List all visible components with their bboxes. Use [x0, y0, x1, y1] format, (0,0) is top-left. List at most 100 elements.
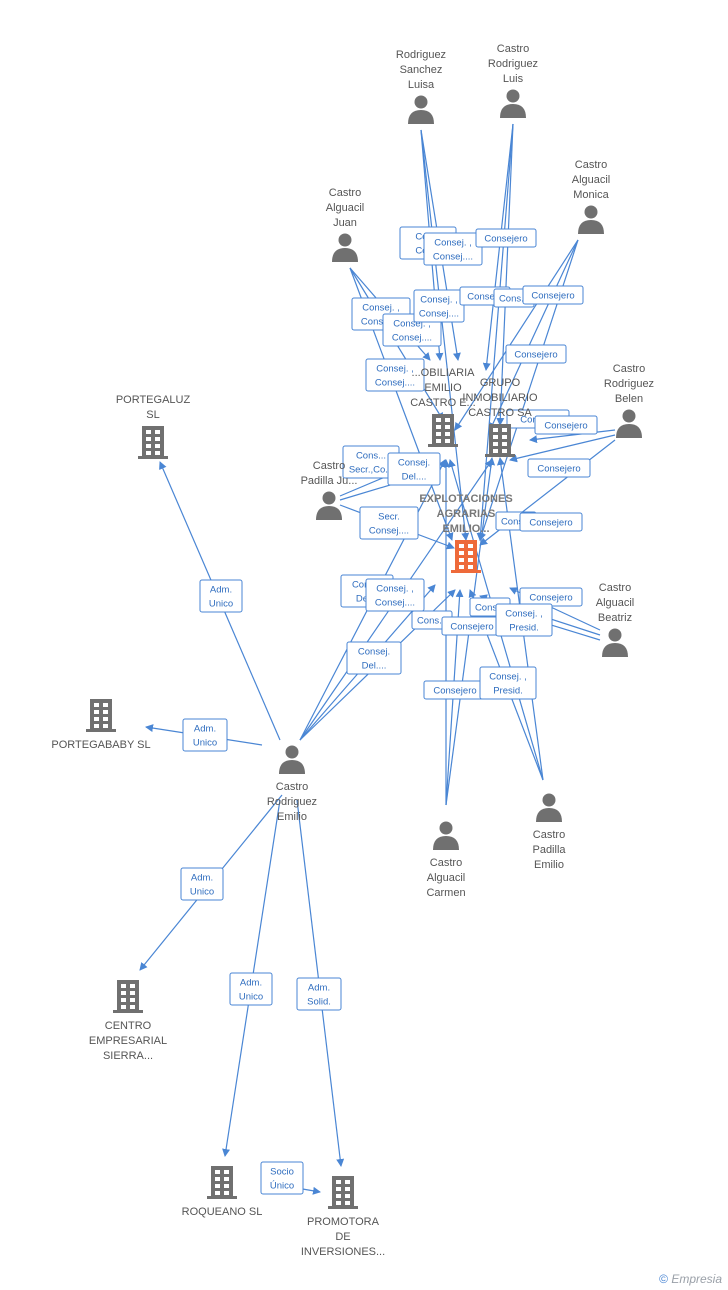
company-node[interactable]: CENTROEMPRESARIALSIERRA...: [89, 980, 167, 1062]
building-window: [436, 425, 441, 429]
footer-brand[interactable]: © Empresia: [659, 1272, 722, 1286]
relation-text: Consej.: [358, 647, 390, 658]
relation-label[interactable]: Consej.Del....: [387, 452, 441, 486]
relation-text: Cons...: [356, 451, 386, 462]
relation-label[interactable]: Cons...Secr.,Co...: [342, 445, 400, 479]
relation-label[interactable]: Consejero: [475, 228, 537, 248]
node-label: EMPRESARIAL: [89, 1035, 167, 1047]
relation-box: [365, 578, 425, 612]
building-window: [94, 710, 99, 714]
relation-text: Conse...: [467, 292, 502, 303]
relation-label[interactable]: Consejero: [505, 344, 567, 364]
person-head: [322, 491, 336, 505]
relation-label[interactable]: Consejero: [441, 616, 503, 636]
relation-text: Consej. ,: [376, 584, 414, 595]
node-label: Castro: [533, 829, 565, 841]
building-window: [468, 565, 473, 569]
relation-label[interactable]: Consejero: [423, 680, 487, 700]
building-window: [468, 558, 473, 562]
relation-box: [519, 512, 583, 532]
building-window: [336, 1194, 341, 1198]
building-body: [489, 424, 511, 456]
relation-label[interactable]: Consej. ,Consej....: [413, 289, 465, 323]
relation-text: Consej. ,: [362, 303, 400, 314]
building-window: [224, 1191, 229, 1195]
node-label: Rodriguez: [604, 378, 654, 390]
person-head: [608, 628, 622, 642]
relation-box: [522, 285, 584, 305]
relation-text: Consej. ,: [376, 364, 414, 375]
person-body: [316, 506, 342, 520]
building-window: [103, 710, 108, 714]
building-base: [451, 570, 481, 573]
node-label: Alguacil: [572, 174, 611, 186]
relation-label[interactable]: Secr.Consej....: [359, 506, 419, 540]
relation-box: [296, 977, 342, 1011]
relation-label[interactable]: Adm.Solid.: [296, 977, 342, 1011]
building-window: [445, 425, 450, 429]
company-node[interactable]: ROQUEANO SL: [182, 1166, 263, 1218]
relation-text: Consejero: [514, 350, 557, 361]
company-node[interactable]: PORTEGABABY SL: [51, 699, 151, 751]
building-window: [155, 451, 160, 455]
relation-text: Consej. ,: [393, 319, 431, 330]
relation-label[interactable]: Consej. ,Presid.: [495, 603, 553, 637]
building-body: [142, 426, 164, 458]
relation-label[interactable]: Consejero: [534, 415, 598, 435]
node-label: Padilla: [532, 844, 566, 856]
relation-label[interactable]: Consej. ,Consej....: [365, 578, 425, 612]
building-window: [493, 442, 498, 446]
company-node[interactable]: EXPLOTACIONESAGRARIASEMILIO...: [419, 493, 513, 573]
building-window: [155, 437, 160, 441]
building-window: [336, 1187, 341, 1191]
relation-label[interactable]: Consej. ,Presid.: [479, 666, 537, 700]
node-label: Castro: [276, 781, 308, 793]
node-label: Castro: [329, 187, 361, 199]
node-label: Rodriguez: [488, 58, 538, 70]
relation-label[interactable]: Consejero: [527, 458, 591, 478]
relation-label[interactable]: Consej. Del....: [346, 641, 402, 675]
relation-text: Consejero: [531, 291, 574, 302]
person-head: [285, 745, 299, 759]
building-window: [121, 1005, 126, 1009]
relation-box: [495, 603, 553, 637]
relation-label[interactable]: Consej. ,Consej....: [423, 232, 483, 266]
relation-box: [413, 289, 465, 323]
building-body: [432, 414, 454, 446]
relation-label[interactable]: Adm.Unico: [229, 972, 273, 1006]
relation-label[interactable]: Consej. ,Consej....: [365, 358, 425, 392]
relation-label[interactable]: Adm.Unico: [180, 867, 224, 901]
relation-label[interactable]: Consejero: [522, 285, 584, 305]
company-node[interactable]: PROMOTORADEINVERSIONES...: [301, 1176, 385, 1258]
building-window: [146, 444, 151, 448]
relation-label[interactable]: Adm.Unico: [199, 579, 243, 613]
relation-text: Adm.: [194, 724, 216, 735]
building-window: [459, 565, 464, 569]
building-window: [215, 1170, 220, 1174]
relation-text: Consej. ,: [505, 609, 543, 620]
relation-box: [182, 718, 228, 752]
building-body: [332, 1176, 354, 1208]
relation-label[interactable]: Adm.Unico: [182, 718, 228, 752]
relation-label[interactable]: Consejero: [519, 512, 583, 532]
node-label: PROMOTORA: [307, 1216, 380, 1228]
relation-label[interactable]: Consejero: [519, 587, 583, 607]
building-icon: [485, 424, 515, 457]
person-body: [332, 248, 358, 262]
relation-text: Del....: [362, 661, 387, 672]
